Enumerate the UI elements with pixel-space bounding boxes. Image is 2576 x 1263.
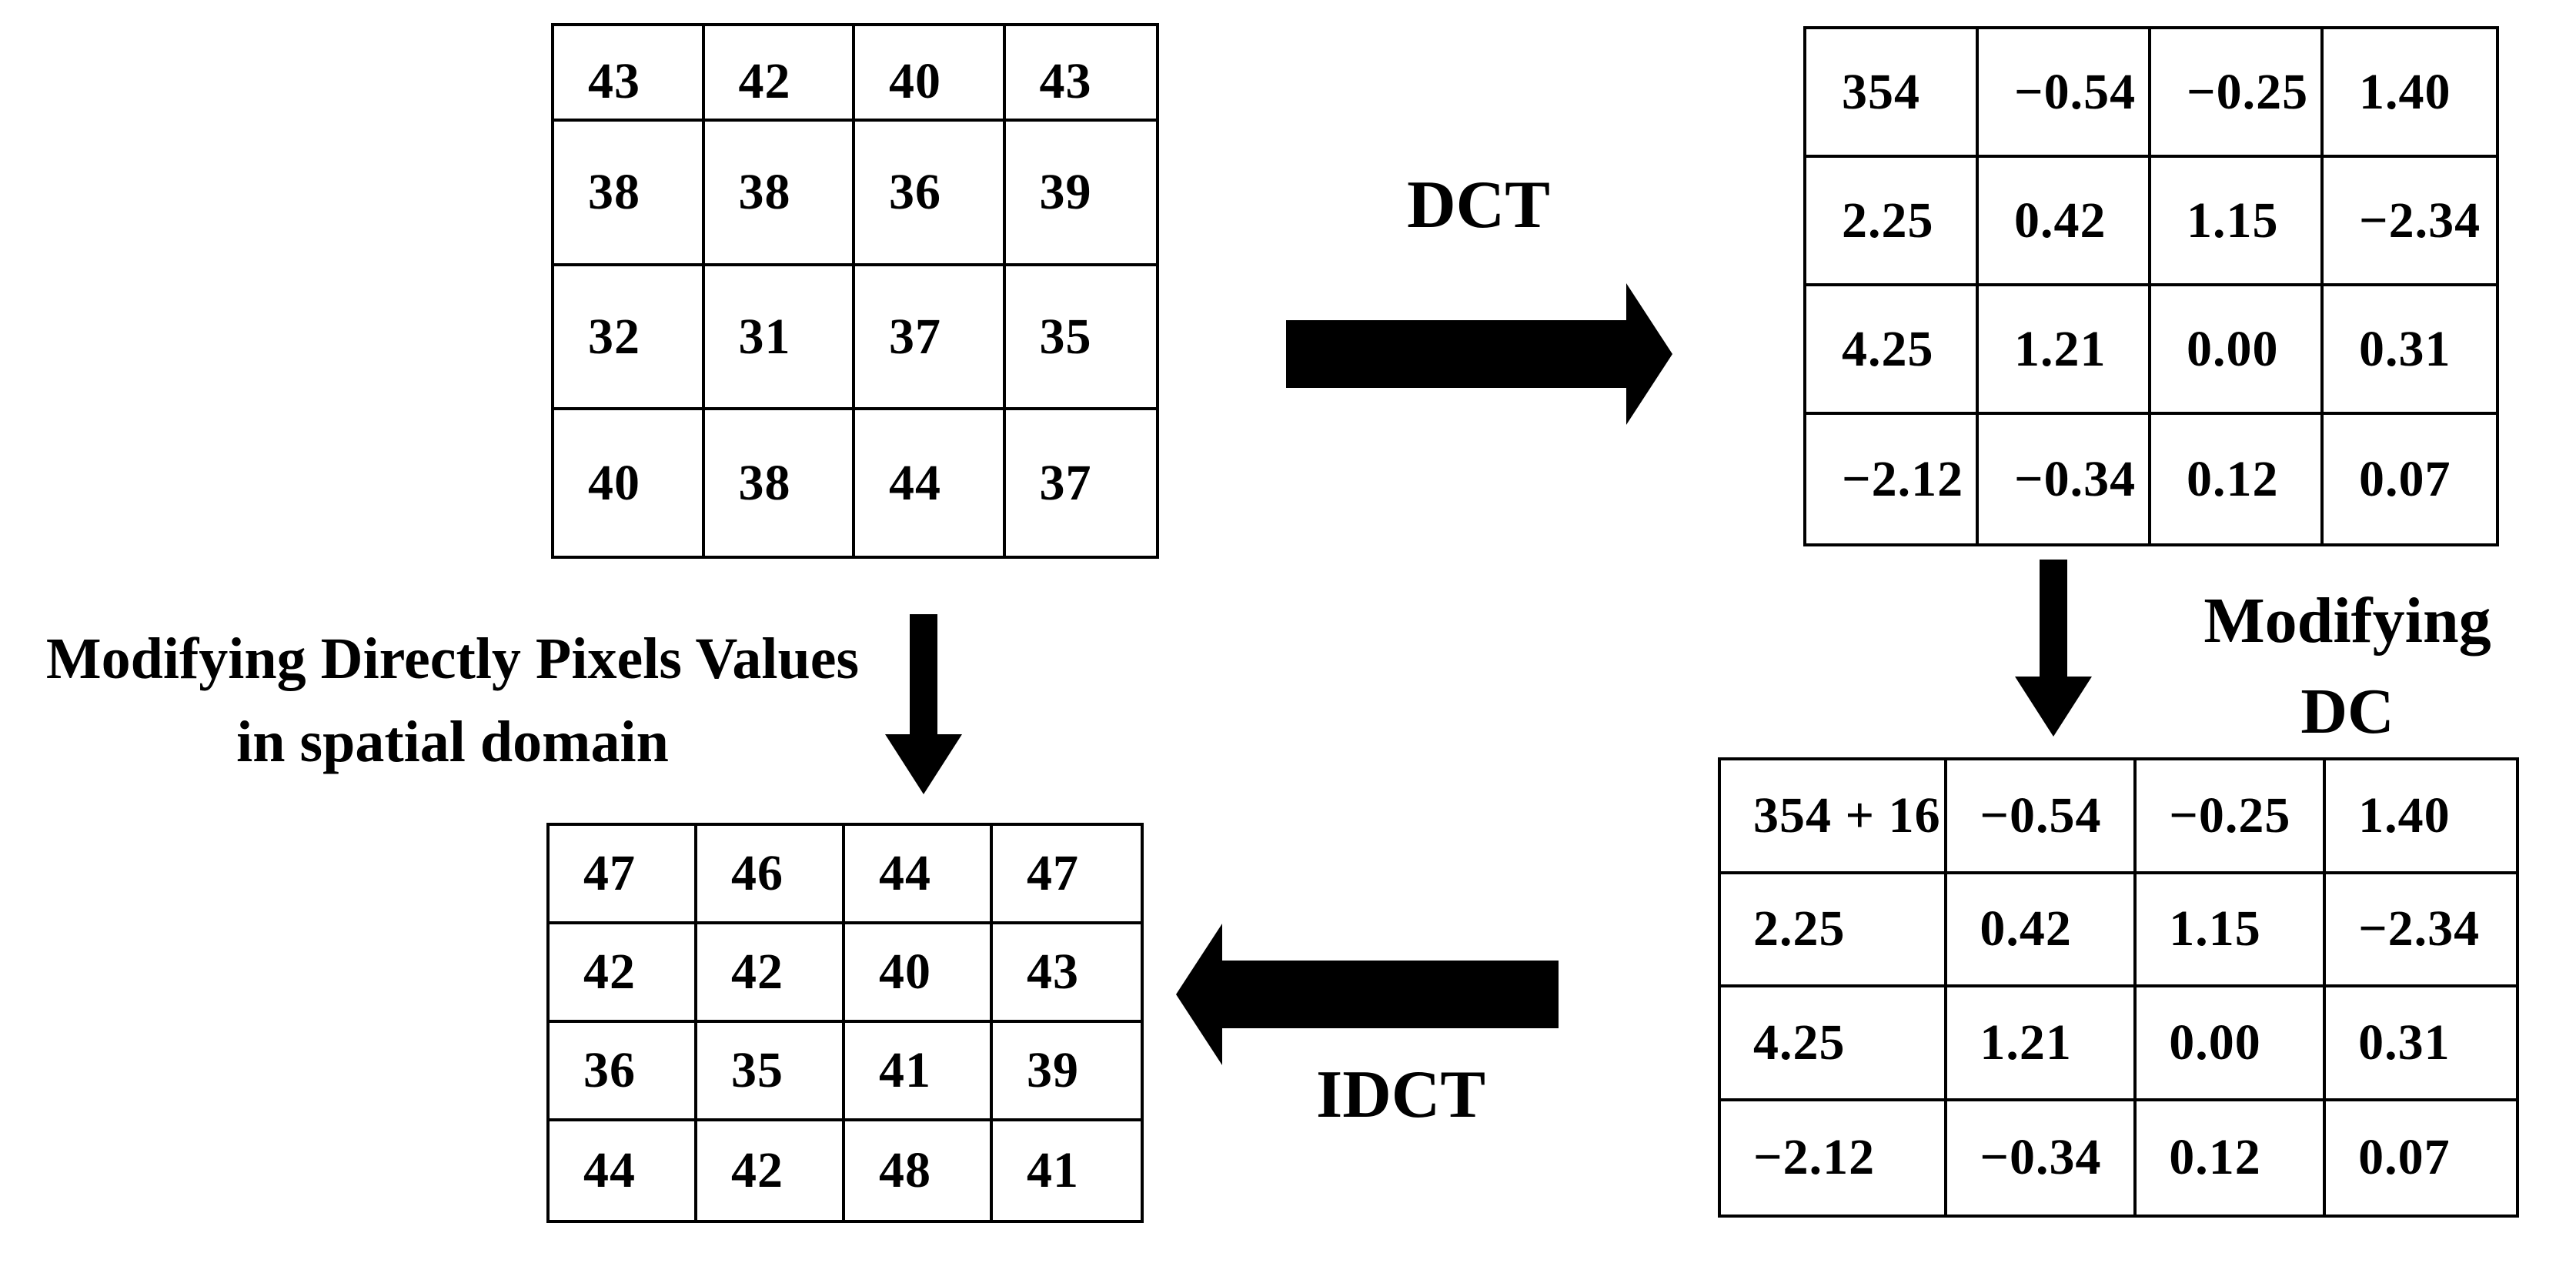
- matrix-cell: 42: [697, 1121, 845, 1220]
- modifying-dc-label: Modifying DC: [2203, 576, 2491, 757]
- matrix-cell: 44: [550, 1121, 697, 1220]
- matrix-cell: 40: [855, 26, 1006, 122]
- matrix-cell: 0.31: [2326, 987, 2516, 1101]
- matrix-cell: 47: [550, 826, 697, 924]
- reconstructed-pixel-matrix: 47 46 44 47 42 42 40 43 36 35 41 39 44 4…: [546, 823, 1144, 1223]
- arrow-shaft: [910, 614, 937, 734]
- idct-label: IDCT: [1315, 1058, 1486, 1132]
- dct-label: DCT: [1407, 168, 1550, 242]
- matrix-cell: 36: [855, 121, 1006, 266]
- matrix-cell: 0.42: [1947, 874, 2137, 987]
- matrix-cell: 46: [697, 826, 845, 924]
- modify-dc-arrow-icon: [2015, 560, 2092, 737]
- idct-arrow-icon: [1176, 924, 1559, 1065]
- matrix-cell: 1.15: [2137, 874, 2327, 987]
- matrix-cell: 40: [554, 410, 705, 556]
- matrix-cell: 35: [1005, 266, 1156, 411]
- matrix-cell: 0.12: [2137, 1101, 2327, 1215]
- spatial-modify-label-line2: in spatial domain: [236, 710, 669, 774]
- matrix-cell: −0.34: [1947, 1101, 2137, 1215]
- matrix-cell: 43: [993, 924, 1141, 1023]
- matrix-cell: −2.34: [2326, 874, 2516, 987]
- matrix-cell: 0.07: [2359, 450, 2451, 507]
- matrix-cell: 40: [845, 924, 993, 1023]
- matrix-cell: 43: [1005, 26, 1156, 122]
- arrow-head: [885, 734, 962, 794]
- matrix-cell: 48: [845, 1121, 993, 1220]
- dct-coefficient-matrix: 354 −0.54 −0.25 1.40 2.25 0.42 1.15 −2.3…: [1803, 26, 2499, 546]
- spatial-modify-arrow-icon: [885, 614, 962, 794]
- arrow-head: [1626, 283, 1672, 425]
- matrix-cell: 44: [855, 410, 1006, 556]
- matrix-cell: 36: [550, 1023, 697, 1121]
- matrix-cell: −0.54: [1979, 29, 2151, 158]
- matrix-cell: −0.34: [1979, 415, 2151, 543]
- matrix-cell: 39: [1005, 122, 1156, 266]
- matrix-cell: 32: [554, 266, 705, 411]
- spatial-modify-label-line1: Modifying Directly Pixels Values: [45, 626, 860, 691]
- matrix-cell: 0.12: [2151, 415, 2324, 543]
- matrix-cell: 42: [697, 924, 845, 1023]
- matrix-cell: −0.54: [1947, 760, 2137, 874]
- matrix-cell: 1.40: [2324, 29, 2496, 158]
- matrix-cell: 37: [855, 266, 1006, 411]
- matrix-cell: 4.25: [1721, 987, 1948, 1101]
- matrix-cell: 39: [993, 1023, 1141, 1121]
- matrix-cell: −2.34: [2324, 158, 2496, 286]
- matrix-cell: 0.07: [2358, 1129, 2451, 1186]
- modifying-dc-label-line2: DC: [2300, 676, 2394, 747]
- spatial-modify-label: Modifying Directly Pixels Values in spat…: [0, 617, 934, 784]
- matrix-cell: 1.15: [2151, 158, 2324, 286]
- matrix-cell: −0.25: [2137, 760, 2327, 874]
- matrix-cell: 2.25: [1721, 874, 1948, 987]
- matrix-cell: 42: [704, 26, 855, 122]
- matrix-cell: 2.25: [1806, 158, 1979, 286]
- original-pixel-matrix: 43 42 40 43 38 38 36 39 32 31 37 35 40 3…: [551, 23, 1159, 559]
- matrix-cell: −2.12: [1721, 1101, 1948, 1215]
- matrix-cell: 42: [550, 924, 697, 1023]
- matrix-cell: 1.21: [1947, 987, 2137, 1101]
- matrix-cell: 31: [704, 266, 855, 411]
- modifying-dc-label-line1: Modifying: [2203, 585, 2491, 657]
- matrix-cell: −2.12: [1806, 415, 1979, 543]
- modified-dct-matrix: 354 + 16 −0.54 −0.25 1.40 2.25 0.42 1.15…: [1718, 757, 2519, 1218]
- matrix-cell: 0.31: [2324, 286, 2496, 415]
- matrix-cell: 41: [1027, 1142, 1079, 1198]
- matrix-cell: 0.00: [2151, 286, 2324, 415]
- arrow-head: [1176, 924, 1222, 1065]
- matrix-cell: 37: [1039, 454, 1092, 511]
- matrix-cell: 43: [554, 26, 705, 122]
- matrix-cell: 38: [704, 121, 855, 266]
- arrow-shaft: [1222, 961, 1559, 1028]
- matrix-cell: 41: [845, 1023, 993, 1121]
- matrix-cell: 354: [1806, 29, 1979, 158]
- matrix-cell: 38: [705, 410, 855, 556]
- matrix-cell: 35: [697, 1023, 845, 1121]
- matrix-cell: 38: [554, 121, 705, 266]
- matrix-cell: 4.25: [1806, 286, 1979, 415]
- matrix-cell: 0.42: [1979, 158, 2151, 286]
- matrix-cell: 47: [993, 826, 1141, 924]
- matrix-cell: 0.00: [2137, 987, 2327, 1101]
- matrix-cell: 354 + 16: [1721, 760, 1948, 874]
- arrow-shaft: [1286, 320, 1626, 388]
- matrix-cell: 1.40: [2326, 760, 2516, 874]
- arrow-shaft: [2040, 560, 2067, 677]
- dct-arrow-icon: [1286, 283, 1672, 425]
- matrix-cell: 1.21: [1979, 286, 2151, 415]
- matrix-cell: 44: [845, 826, 993, 924]
- matrix-cell: −0.25: [2151, 29, 2324, 158]
- arrow-head: [2015, 677, 2092, 737]
